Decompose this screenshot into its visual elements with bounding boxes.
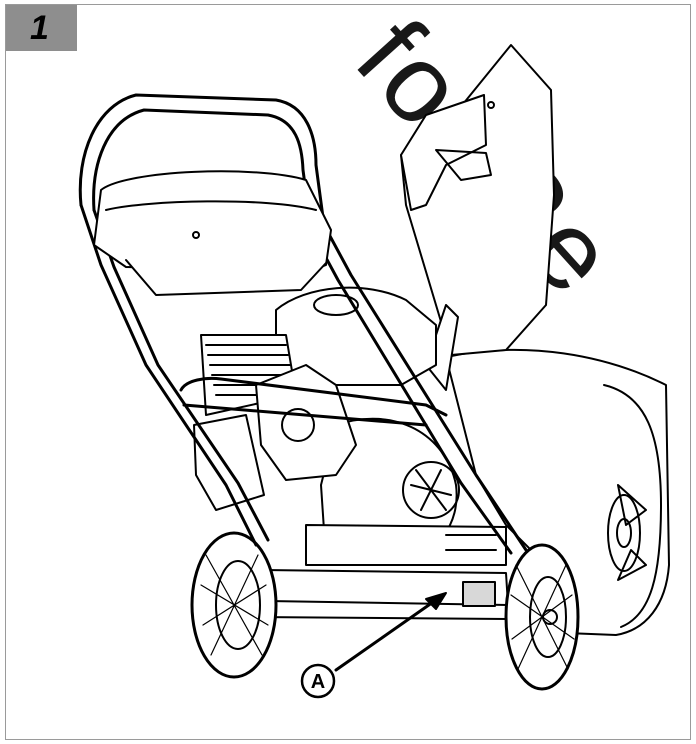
left-wheel	[190, 531, 278, 679]
discharge-chute	[400, 44, 555, 391]
label-patch	[462, 581, 496, 607]
dash-panel	[93, 170, 332, 296]
snow-thrower-illustration: A	[78, 44, 670, 699]
engine	[193, 286, 460, 561]
auger-housing	[445, 348, 670, 636]
callout-arrow	[300, 592, 447, 699]
right-wheel	[504, 543, 580, 691]
figure-number-badge: 1	[6, 5, 77, 51]
axle-frame	[245, 524, 509, 620]
callout-a-label: A	[311, 671, 325, 693]
figure-frame: for Re 1	[5, 4, 691, 740]
